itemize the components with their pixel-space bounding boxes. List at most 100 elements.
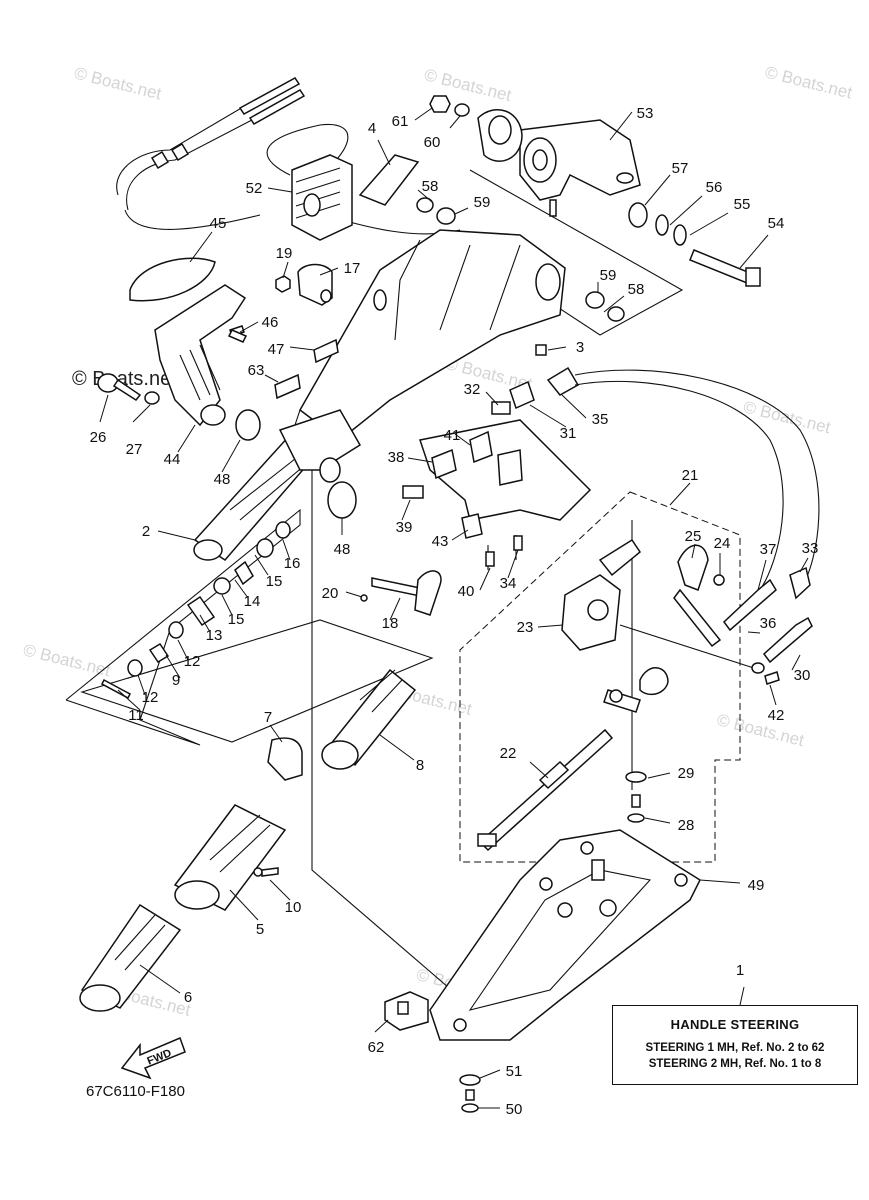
reference-line-2: STEERING 2 MH, Ref. No. 1 to 8 <box>648 1058 822 1070</box>
callout-58b: 58 <box>628 281 645 298</box>
knob-18 <box>360 570 442 616</box>
callout-56: 56 <box>706 179 723 196</box>
callout-5: 5 <box>256 921 264 938</box>
bottom-cover-49 <box>429 829 701 1041</box>
reference-title: HANDLE STEERING <box>670 1017 800 1032</box>
steering-tube-2 <box>193 409 362 561</box>
callout-58: 58 <box>422 178 439 195</box>
callout-53: 53 <box>637 105 654 122</box>
connector-62 <box>384 771 647 1113</box>
washers <box>416 95 761 322</box>
callout-20: 20 <box>322 585 339 602</box>
callout-55: 55 <box>734 196 751 213</box>
callout-40: 40 <box>458 583 475 600</box>
callout-17: 17 <box>344 260 361 277</box>
callout-31: 31 <box>560 425 577 442</box>
callout-19: 19 <box>276 245 293 262</box>
callout-51: 51 <box>506 1063 523 1080</box>
grip-5 <box>173 804 287 911</box>
callout-23: 23 <box>517 619 534 636</box>
callout-1: 1 <box>736 962 744 979</box>
callout-12: 12 <box>184 653 201 670</box>
callout-2: 2 <box>142 523 150 540</box>
callout-59b: 59 <box>600 267 617 284</box>
callout-numbers: 1 2 3 4 5 6 7 8 9 10 11 12 12 13 14 15 1… <box>90 105 819 1118</box>
callout-18: 18 <box>382 615 399 632</box>
reference-box: HANDLE STEERING STEERING 1 MH, Ref. No. … <box>612 1005 858 1085</box>
assembly-outline-grip <box>80 619 434 743</box>
watermark: © Boats.net <box>715 710 806 750</box>
screw-parts <box>97 373 160 405</box>
callout-46: 46 <box>262 314 279 331</box>
callout-47: 47 <box>268 341 285 358</box>
lead-line-long <box>311 428 464 1001</box>
shift-unit-23 <box>561 538 761 713</box>
callout-24: 24 <box>714 535 731 552</box>
callout-22: 22 <box>500 745 517 762</box>
callout-48b: 48 <box>334 541 351 558</box>
grommet-52 <box>291 154 353 241</box>
stickers <box>274 154 420 400</box>
callout-43: 43 <box>432 533 449 550</box>
callout-42: 42 <box>768 707 785 724</box>
callout-44: 44 <box>164 451 181 468</box>
callout-38: 38 <box>388 449 405 466</box>
clamp-17 <box>275 263 333 306</box>
leader-lines <box>99 107 809 1109</box>
callout-63: 63 <box>248 362 265 379</box>
callout-59: 59 <box>474 194 491 211</box>
callout-29: 29 <box>678 765 695 782</box>
callout-6: 6 <box>184 989 192 1006</box>
reference-line-1: STEERING 1 MH, Ref. No. 2 to 62 <box>645 1042 825 1054</box>
callout-8: 8 <box>416 757 424 774</box>
callout-36: 36 <box>760 615 777 632</box>
remote-cables <box>574 369 820 685</box>
callout-57: 57 <box>672 160 689 177</box>
watermark: © Boats.net <box>72 63 163 103</box>
callout-45: 45 <box>210 215 227 232</box>
callout-62: 62 <box>368 1039 385 1056</box>
callout-39: 39 <box>396 519 413 536</box>
callout-14: 14 <box>244 593 261 610</box>
callout-13: 13 <box>206 627 223 644</box>
watermark: © Boats.net <box>21 640 112 680</box>
callout-30: 30 <box>794 667 811 684</box>
assembly-outline-21 <box>459 491 741 863</box>
fwd-arrow: FWD <box>120 1036 186 1080</box>
callout-60: 60 <box>424 134 441 151</box>
callout-4: 4 <box>368 120 376 137</box>
callout-12b: 12 <box>142 689 159 706</box>
callout-27: 27 <box>126 441 143 458</box>
callout-50: 50 <box>506 1101 523 1118</box>
callout-15: 15 <box>266 573 283 590</box>
callout-48: 48 <box>214 471 231 488</box>
callout-35: 35 <box>592 411 609 428</box>
callout-25: 25 <box>685 528 702 545</box>
callout-33: 33 <box>802 540 819 557</box>
callout-41: 41 <box>444 427 461 444</box>
callout-15b: 15 <box>228 611 245 628</box>
diagram-code: 67C6110-F180 <box>86 1083 185 1100</box>
bracket-43 <box>402 366 592 570</box>
callout-34: 34 <box>500 575 517 592</box>
callout-61: 61 <box>392 113 409 130</box>
callout-3: 3 <box>576 339 584 356</box>
callout-52: 52 <box>246 180 263 197</box>
grip-8 <box>267 668 417 781</box>
steering-arm <box>289 229 566 466</box>
bracket-53 <box>477 108 641 217</box>
cable-22 <box>477 728 614 852</box>
callout-10: 10 <box>285 899 302 916</box>
callout-37: 37 <box>760 541 777 558</box>
callout-32: 32 <box>464 381 481 398</box>
callout-28: 28 <box>678 817 695 834</box>
callout-26: 26 <box>90 429 107 446</box>
cable-assembly <box>116 77 461 235</box>
grip-6 <box>79 903 182 1012</box>
callout-54: 54 <box>768 215 785 232</box>
callout-49: 49 <box>748 877 765 894</box>
watermark: © Boats.net <box>763 63 854 103</box>
callout-11: 11 <box>128 707 144 724</box>
callout-16: 16 <box>284 555 301 572</box>
